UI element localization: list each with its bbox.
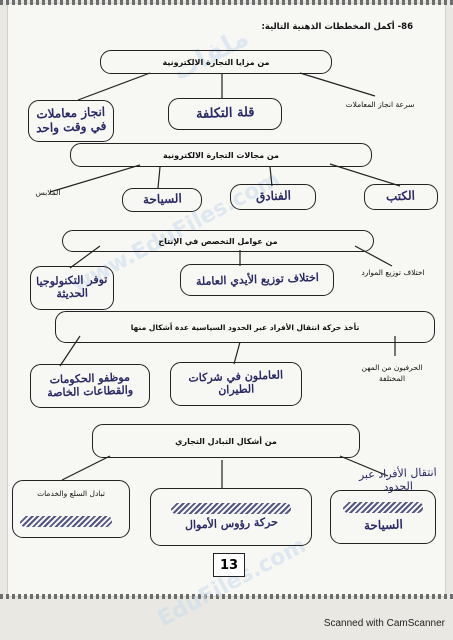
scribbled-out-answer-right [343,501,423,513]
diagram1-answer-box-left: انجاز معاملات في وقت واحد [28,100,114,142]
diagram5-answer-box-2: السياحة [330,490,436,544]
diagram5-answer-2: السياحة [363,516,403,533]
diagram2-answer-2: الفنادق [255,188,291,204]
bottom-border [0,594,453,599]
diagram5-printed-item: تبادل السلع والخدمات [37,489,105,498]
diagram1-answer-1: قلة التكلفة [195,104,255,122]
diagram3-answer-box-2: توفر التكنولوجيا الحديثة [30,266,114,310]
diagram2-answer-1: الكتب [386,188,416,204]
diagram3-answer-1: اختلاف توزيع الأيدي العاملة [195,270,319,288]
diagram2-answer-box-3: السياحة [122,188,202,212]
scribbled-out-answer [20,516,112,527]
diagram2-title: من مجالات التجارة الالكترونية [70,143,372,167]
diagram4-answer-box-1: العاملون في شركات الطيران [170,362,302,406]
page-number: 13 [213,553,245,577]
diagram4-answer-1: العاملون في شركات الطيران [188,368,284,397]
diagram5-answer-box-3: حركة رؤوس الأموال [150,488,312,546]
diagram2-answer-box-2: الفنادق [230,184,316,210]
scribbled-out-answer-middle [171,503,291,515]
diagram5-title: من أشكال التبادل التجاري [92,424,360,458]
top-border [0,0,453,5]
diagram2-printed-item: الملابس [35,188,61,197]
diagram3-printed-item: اختلاف توزيع الموارد [361,268,425,277]
worksheet-page [8,4,445,596]
diagram4-printed-item: الحرفيون من المهن المختلفة [361,363,423,384]
diagram1-answer-2: انجاز معاملات في وقت واحد [35,105,107,136]
diagram1-title: من مزايا التجارة الالكترونية [100,50,332,74]
question-text: 86- أكمل المخططات الذهنية التالية: [261,22,413,32]
scanner-footer: Scanned with CamScanner [323,618,445,629]
diagram4-title: تأخذ حركة انتقال الأفراد عبر الحدود السي… [55,311,435,343]
diagram1-answer-box-middle: قلة التكلفة [168,98,282,130]
diagram5-printed-box: تبادل السلع والخدمات [12,480,130,538]
diagram4-answer-box-2: موظفو الحكومات والقطاعات الخاصة [30,364,150,408]
diagram2-answer-box-1: الكتب [364,184,438,210]
diagram3-title: من عوامل التخصص في الإنتاج [62,230,374,252]
diagram2-answer-3: السياحة [142,191,182,207]
diagram1-printed-item: سرعة انجاز المعاملات [345,100,415,109]
diagram3-answer-2: توفر التكنولوجيا الحديثة [35,273,108,301]
diagram3-answer-box-1: اختلاف توزيع الأيدي العاملة [180,264,334,296]
diagram4-answer-2: موظفو الحكومات والقطاعات الخاصة [47,370,134,400]
diagram5-answer-3: حركة رؤوس الأموال [184,515,278,532]
